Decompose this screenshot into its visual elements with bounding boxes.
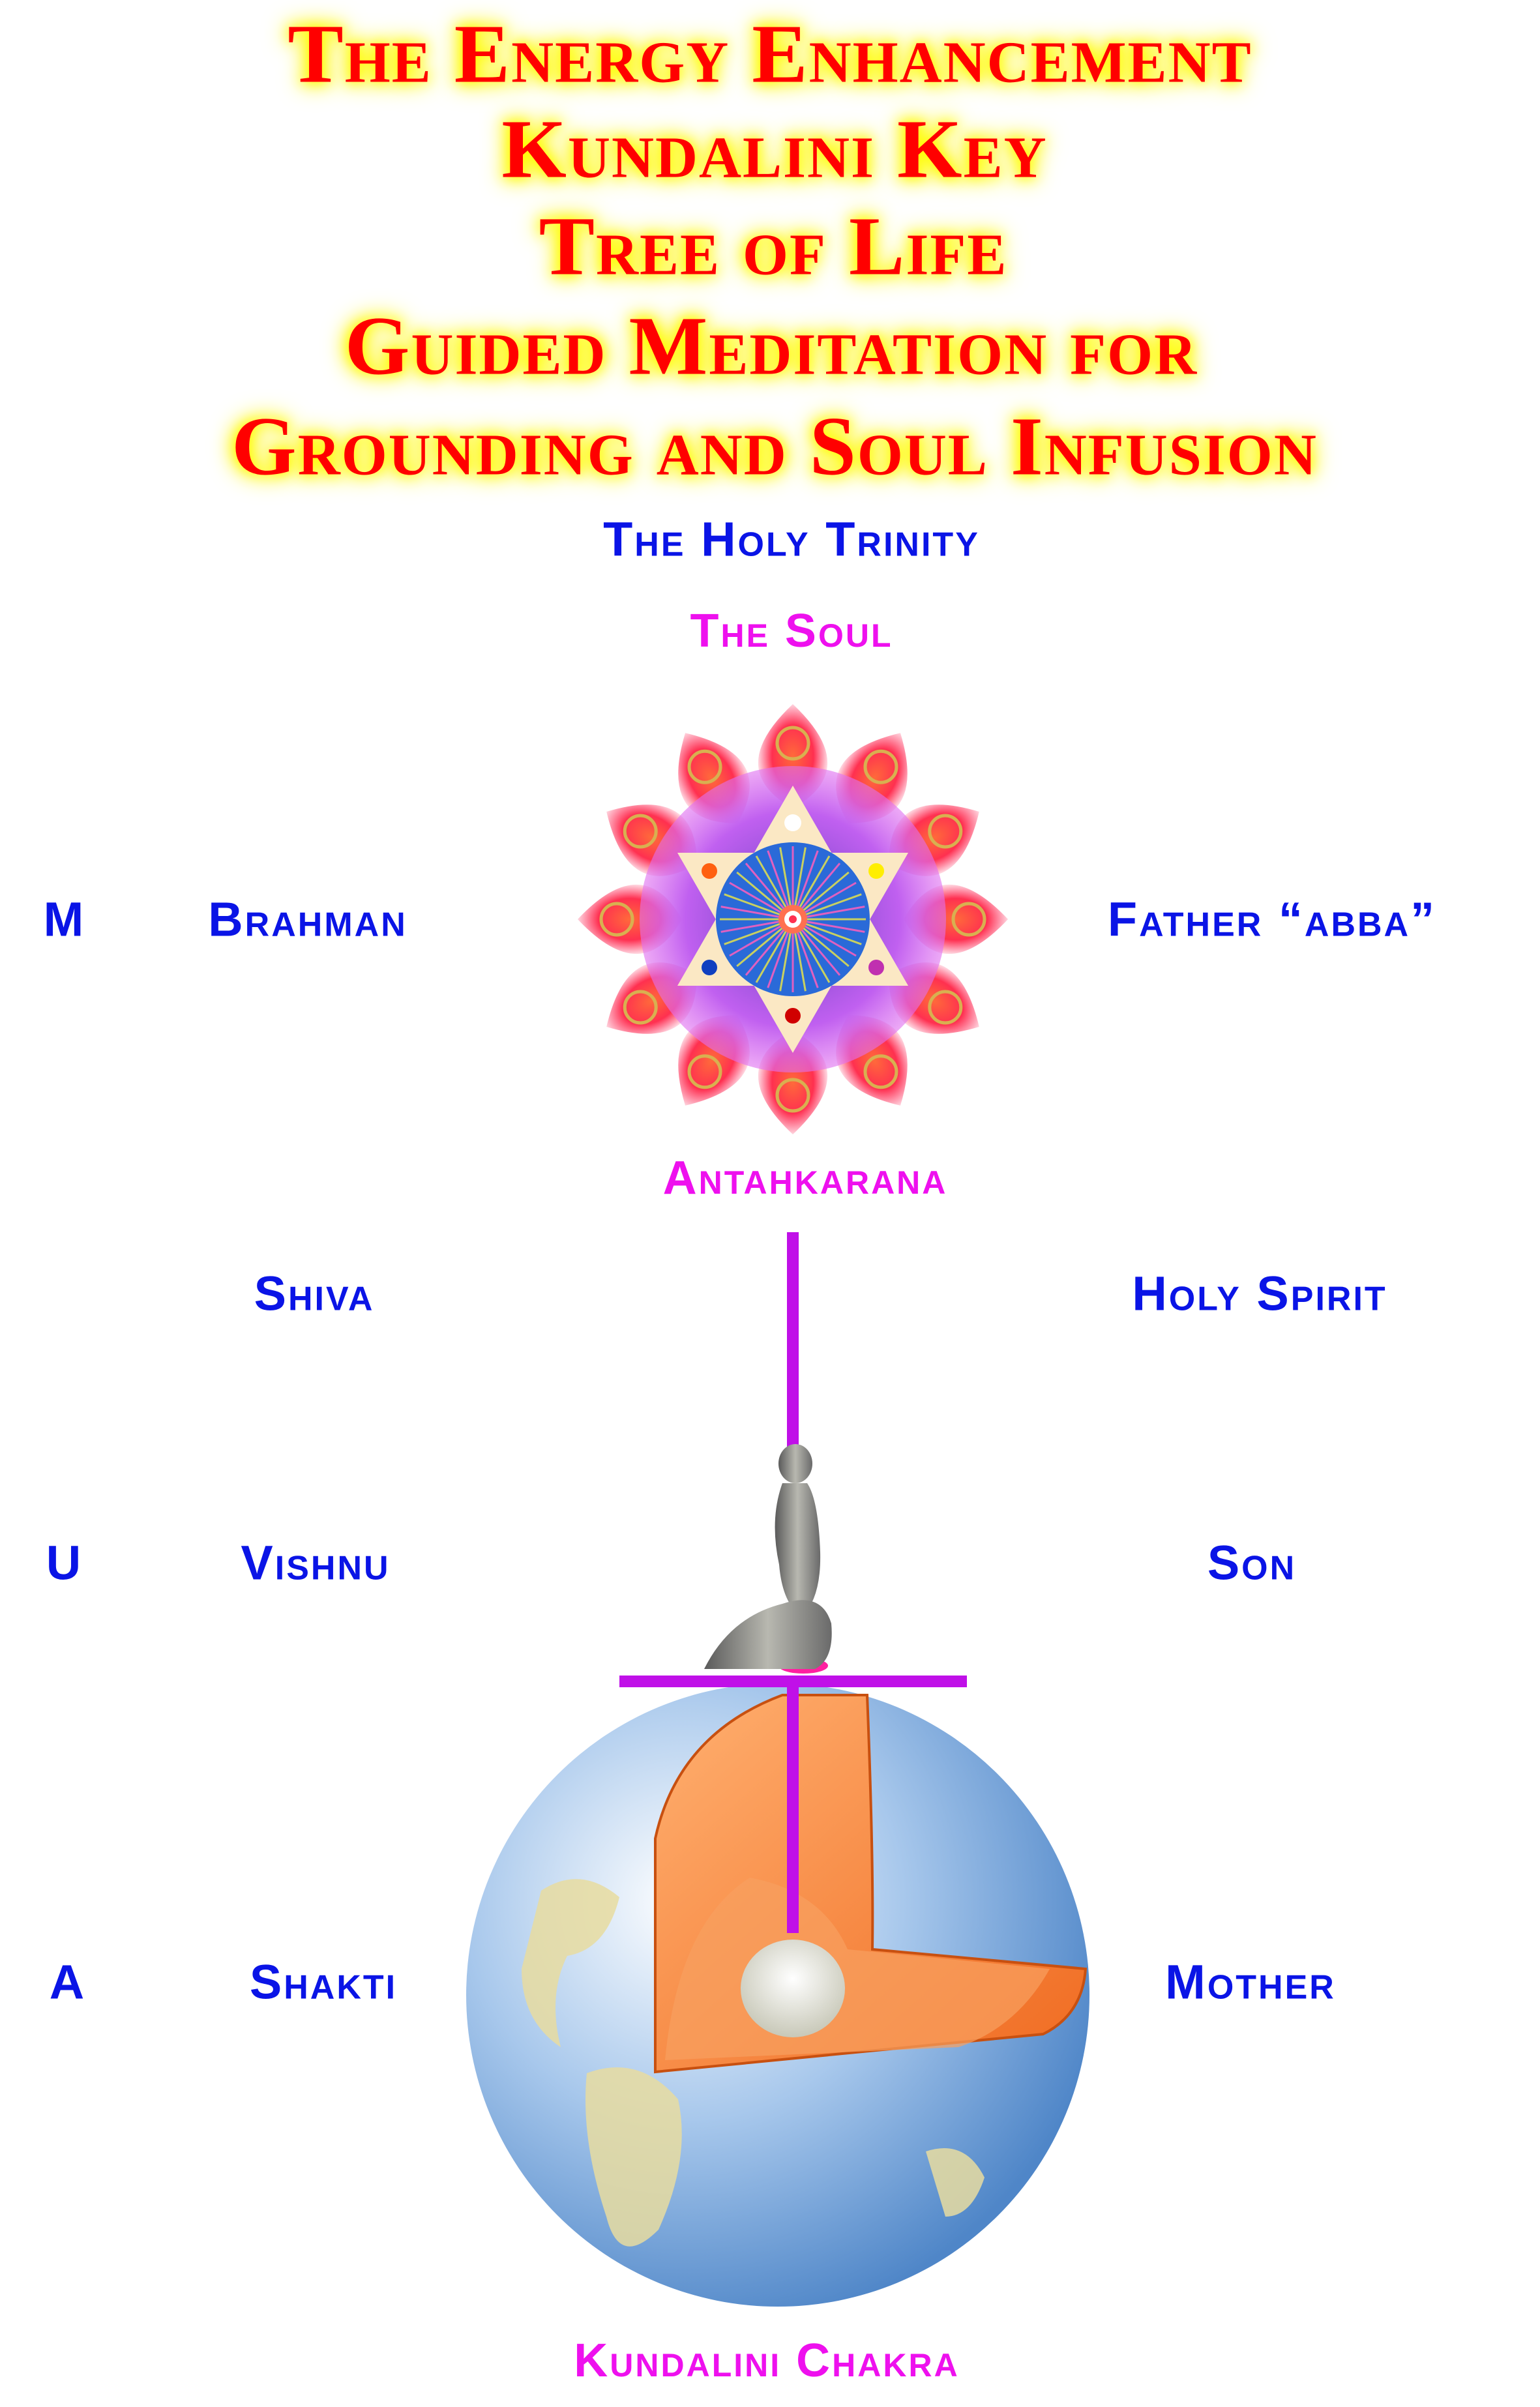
religious-symbol-icon	[775, 726, 810, 761]
antahkarana-line-upper	[787, 1232, 799, 1454]
aum-letter-a: A	[49, 1955, 87, 2009]
religious-symbol-icon	[687, 749, 722, 784]
figure-legs	[704, 1600, 832, 1669]
figure-torso	[775, 1483, 821, 1617]
son-label: Son	[1207, 1535, 1297, 1590]
father-label: Father “abba”	[1107, 892, 1437, 947]
purple-dot	[868, 960, 884, 975]
holy-spirit-label: Holy Spirit	[1132, 1266, 1387, 1321]
yellow-dot	[868, 863, 884, 879]
kundalini-chakra-label: Kundalini Chakra	[574, 2335, 960, 2387]
title-line-3: Tree of Life	[539, 199, 1008, 293]
shakti-label: Shakti	[249, 1955, 398, 2009]
inner-core	[741, 1940, 845, 2037]
title-line-2: Kundalini Key	[501, 102, 1048, 196]
blue-dot	[702, 960, 717, 975]
religious-symbol-icon	[599, 902, 634, 937]
continent	[522, 1879, 619, 2047]
aum-letter-m: M	[43, 892, 86, 947]
orange-dot	[702, 863, 717, 879]
religious-symbol-icon	[863, 1054, 898, 1089]
religious-symbol-icon	[687, 1054, 722, 1089]
earth-cutaway-globe	[466, 1683, 1089, 2307]
holy-trinity-heading: The Holy Trinity	[603, 512, 980, 567]
center-dot	[789, 915, 797, 923]
religious-symbols	[599, 726, 986, 1113]
soul-mandala	[578, 704, 1008, 1134]
title-line-5: Grounding and Soul Infusion	[231, 400, 1318, 493]
religious-symbol-icon	[775, 1078, 810, 1113]
antahkarana-line-lower	[787, 1679, 799, 1933]
antahkarana-label: Antahkarana	[662, 1152, 948, 1204]
title-line-1: The Energy Enhancement	[288, 7, 1252, 100]
brahman-label: Brahman	[208, 892, 407, 947]
white-dot	[784, 814, 801, 831]
title-line-4: Guided Meditation for	[344, 299, 1198, 392]
horizon-line	[619, 1676, 967, 1687]
vishnu-label: Vishnu	[241, 1535, 391, 1590]
religious-symbol-icon	[623, 814, 658, 849]
figure-head	[778, 1444, 812, 1483]
religious-symbol-icon	[863, 749, 898, 784]
red-dot	[785, 1008, 801, 1024]
mother-label: Mother	[1165, 1955, 1336, 2009]
religious-symbol-icon	[623, 990, 658, 1025]
continent	[926, 2148, 985, 2217]
aum-letter-u: U	[46, 1535, 83, 1590]
religious-symbol-icon	[951, 902, 986, 937]
continent	[585, 2067, 682, 2247]
shiva-label: Shiva	[254, 1266, 375, 1321]
religious-symbol-icon	[928, 990, 963, 1025]
religious-symbol-icon	[928, 814, 963, 849]
meditating-figure	[704, 1444, 832, 1674]
soul-label: The Soul	[690, 605, 893, 657]
